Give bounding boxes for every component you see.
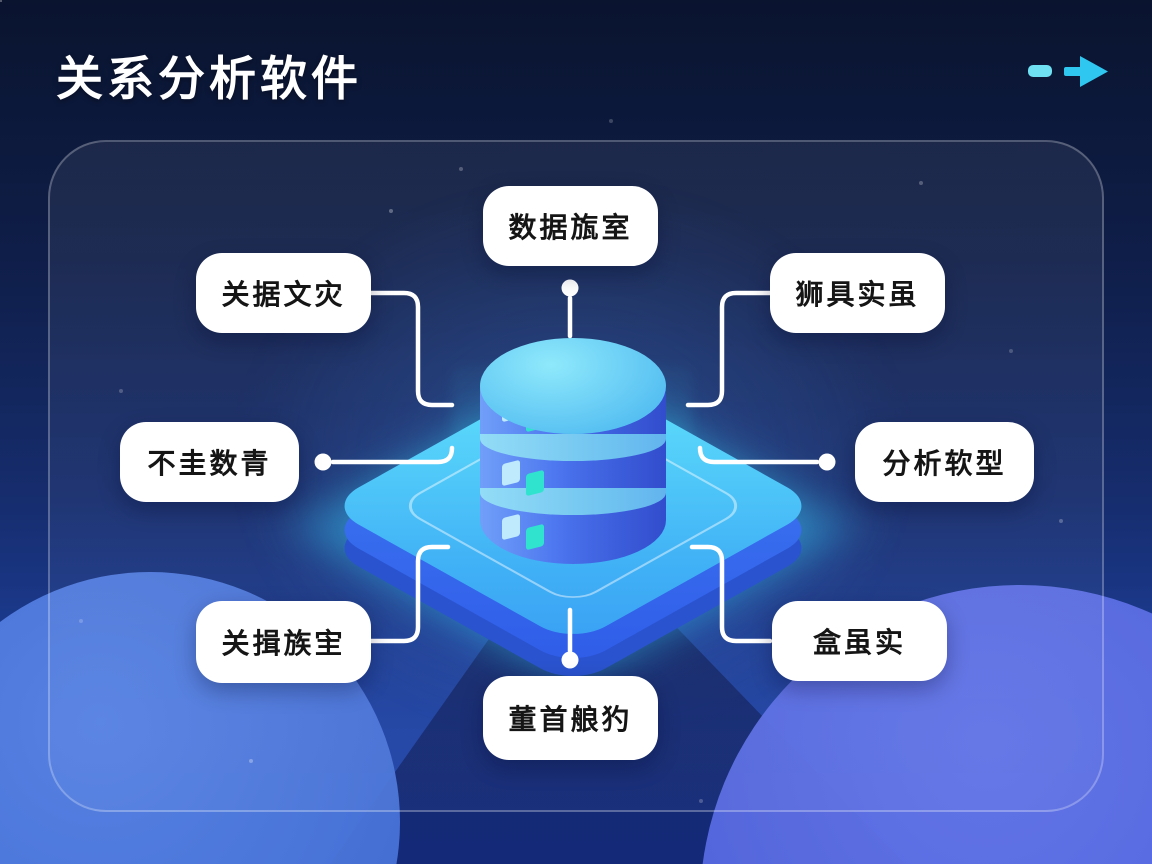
page-title: 关系分析软件 (56, 52, 362, 105)
node-label: 盒虽实 (812, 627, 906, 658)
node-label: 狮具实虽 (795, 279, 920, 310)
cylinder-top-cap (480, 338, 666, 434)
node-pill-lower-right: 盒虽实 (772, 601, 947, 681)
cylinder-chip (526, 523, 544, 551)
node-pill-top: 数据旊室 (483, 186, 658, 266)
node-pill-middle-right: 分析软型 (855, 422, 1034, 502)
node-label: 关据文灾 (221, 279, 346, 310)
node-pill-middle-left: 不圭数青 (120, 422, 299, 502)
cylinder-chip (502, 513, 520, 541)
database-cylinder-icon (480, 338, 666, 570)
node-label: 关揖族宔 (221, 628, 346, 659)
node-label: 分析软型 (882, 448, 1007, 479)
dash-right-arrow-icon (1026, 48, 1110, 94)
node-pill-lower-left: 关揖族宔 (196, 601, 371, 683)
node-pill-upper-left: 关据文灾 (196, 253, 371, 333)
node-label: 数据旊室 (508, 212, 633, 243)
cylinder-chip (502, 459, 520, 487)
node-pill-bottom: 董首艆犳 (483, 676, 658, 760)
node-label: 不圭数青 (147, 448, 272, 479)
cylinder-chip (526, 469, 544, 497)
node-label: 董首艆犳 (508, 704, 633, 735)
node-pill-upper-right: 狮具实虽 (770, 253, 945, 333)
background-specks (0, 0, 2, 2)
